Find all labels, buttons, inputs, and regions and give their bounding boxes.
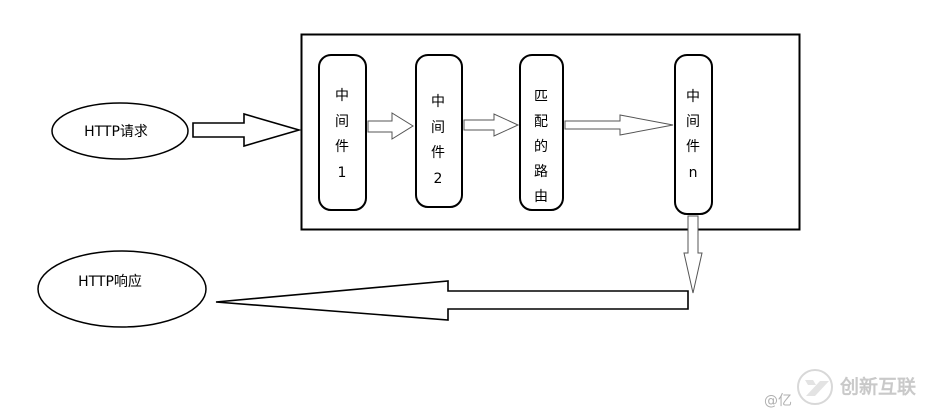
brand-logo-icon: [797, 369, 833, 405]
http-request-ellipse: [51, 102, 189, 160]
stage-char: 中: [431, 94, 445, 110]
watermark-at-text: @亿: [764, 393, 792, 409]
stage-char: 间: [335, 114, 349, 130]
stage-char: n: [689, 165, 698, 181]
stage-char: 路: [534, 164, 548, 180]
http-response-label: HTTP响应: [78, 273, 142, 290]
http-response-ellipse: [37, 250, 207, 328]
http-request-node: HTTP请求: [51, 102, 189, 160]
stage-char: 由: [534, 189, 548, 205]
stage-char: 间: [686, 114, 700, 130]
stage-char: 的: [534, 139, 548, 155]
watermark-brand-text: 创新互联: [839, 375, 916, 398]
stage-char: 中: [686, 89, 700, 105]
stage-char: 件: [686, 139, 700, 155]
http-response-node: HTTP响应: [37, 250, 207, 328]
stage-box-matched-route: [519, 54, 564, 211]
stage-middleware-2: 中 间 件 2: [415, 54, 463, 208]
request-arrow: [192, 112, 302, 148]
stage-box-middleware-1: [318, 54, 367, 211]
pipeline-frame: [300, 33, 801, 231]
arrow-middleware-n-down: [683, 215, 703, 294]
stage-box-middleware-n: [674, 54, 713, 215]
stage-char: 中: [335, 88, 349, 104]
stage-middleware-1: 中 间 件 1: [318, 54, 367, 211]
arrow-route-to-middleware-n: [564, 114, 674, 136]
stage-char: 件: [335, 139, 349, 155]
stage-char: 2: [434, 171, 443, 187]
watermark: @亿 创新互联: [764, 369, 916, 409]
stage-char: 配: [534, 114, 548, 130]
stage-char: 匹: [534, 89, 548, 105]
stage-char: 1: [338, 165, 347, 181]
arrow-middleware-2-to-route: [463, 113, 520, 137]
http-request-label: HTTP请求: [84, 124, 148, 140]
stage-box-middleware-2: [415, 54, 463, 208]
stage-char: 件: [431, 145, 445, 161]
stage-middleware-n: 中 间 件 n: [674, 54, 713, 215]
stage-matched-route: 匹 配 的 路 由: [519, 54, 564, 211]
stage-char: 间: [431, 120, 445, 136]
response-arrow: [215, 280, 689, 321]
arrow-middleware-1-to-2: [367, 112, 414, 140]
